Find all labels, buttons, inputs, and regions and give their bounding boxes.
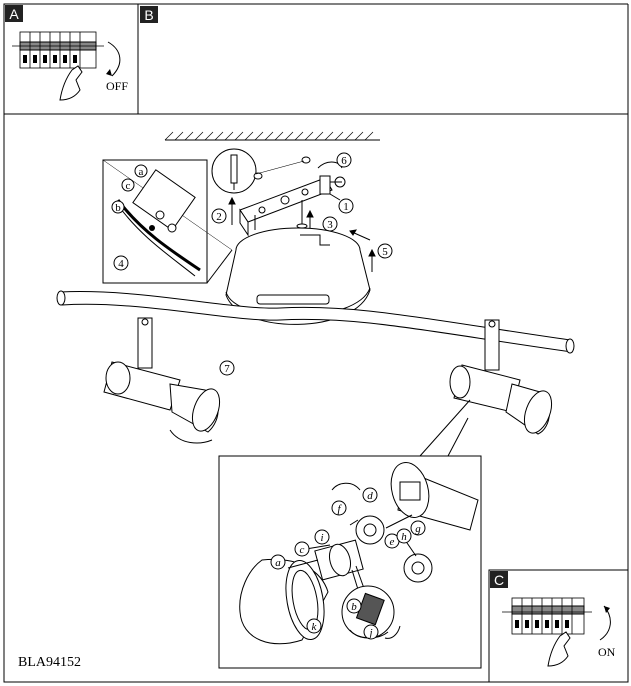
svg-text:e: e bbox=[390, 536, 395, 548]
callout-c-small: c bbox=[121, 178, 135, 192]
svg-text:1: 1 bbox=[343, 201, 349, 213]
svg-text:2: 2 bbox=[216, 211, 222, 223]
callout-a-small: a bbox=[134, 164, 148, 178]
svg-text:c: c bbox=[126, 180, 131, 192]
panel-c-letter: C bbox=[494, 572, 504, 588]
drill-icon bbox=[211, 148, 311, 194]
mounting-bracket bbox=[239, 175, 346, 237]
callout-c: c bbox=[294, 541, 310, 557]
svg-text:c: c bbox=[300, 544, 305, 556]
document-code: BLA94152 bbox=[18, 655, 81, 670]
panel-b-frame bbox=[3, 113, 629, 683]
step-5-marker: 5 bbox=[377, 243, 393, 259]
svg-text:b: b bbox=[351, 601, 357, 613]
svg-text:a: a bbox=[275, 557, 281, 569]
panel-b-letter: B bbox=[144, 7, 153, 23]
step-4-marker: 4 bbox=[113, 255, 129, 271]
left-spotlight bbox=[103, 317, 221, 444]
panel-a-letter: A bbox=[9, 6, 19, 22]
svg-text:g: g bbox=[415, 523, 421, 535]
breaker-panel-on bbox=[502, 597, 611, 667]
detail-socket-ring bbox=[355, 514, 433, 583]
svg-text:4: 4 bbox=[118, 258, 124, 270]
detail-lamp-housing bbox=[390, 462, 479, 531]
callout-f: f bbox=[331, 500, 347, 516]
svg-text:f: f bbox=[337, 503, 342, 515]
callout-i: i bbox=[314, 529, 330, 545]
step-7-marker: 7 bbox=[219, 360, 235, 376]
ceiling bbox=[164, 131, 380, 141]
callout-b: b bbox=[346, 598, 362, 614]
switch-on-label: ON bbox=[598, 645, 616, 659]
step-3-marker: 3 bbox=[322, 216, 338, 232]
callout-b-small: b bbox=[111, 200, 125, 214]
svg-text:h: h bbox=[401, 531, 407, 543]
detail-arrows bbox=[287, 482, 401, 639]
right-spotlight bbox=[419, 319, 553, 457]
step-1-marker: 1 bbox=[338, 198, 354, 214]
svg-text:d: d bbox=[367, 490, 373, 502]
callout-d: d bbox=[362, 487, 378, 503]
curved-bar bbox=[56, 290, 575, 354]
step-6-marker: 6 bbox=[336, 152, 352, 168]
svg-text:7: 7 bbox=[224, 363, 230, 375]
breaker-panel-off bbox=[12, 31, 121, 101]
svg-text:j: j bbox=[367, 627, 372, 639]
callout-k: k bbox=[306, 618, 322, 634]
switch-off-label: OFF bbox=[106, 79, 128, 93]
svg-text:b: b bbox=[115, 202, 121, 214]
callout-a: a bbox=[270, 554, 286, 570]
svg-text:3: 3 bbox=[327, 219, 333, 231]
step-2-marker: 2 bbox=[211, 208, 227, 224]
svg-text:6: 6 bbox=[341, 155, 347, 167]
svg-text:i: i bbox=[320, 532, 323, 544]
callout-j: j bbox=[363, 624, 379, 640]
wiring-terminal-inset bbox=[102, 159, 233, 284]
svg-text:5: 5 bbox=[382, 246, 388, 258]
canopy bbox=[225, 227, 371, 325]
callout-h: h bbox=[396, 528, 412, 544]
callout-g: g bbox=[410, 520, 426, 536]
svg-text:a: a bbox=[139, 166, 144, 178]
svg-text:k: k bbox=[312, 621, 318, 633]
